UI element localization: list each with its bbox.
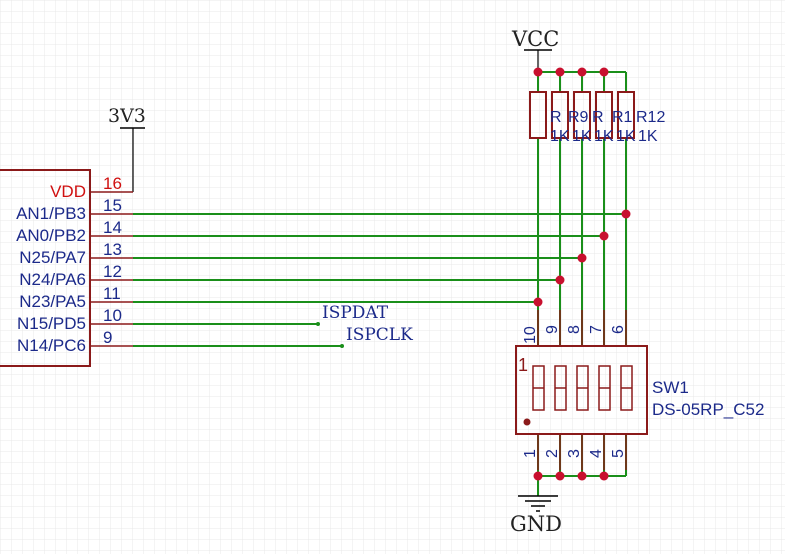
resistor-value-5: 1K — [638, 128, 658, 145]
chip-pin-number-15: 15 — [103, 196, 122, 215]
chip-pin-number-11: 11 — [103, 284, 121, 303]
power-gnd-label: GND — [510, 512, 562, 536]
junction-pb2 — [599, 231, 609, 241]
junction-pa6 — [555, 275, 565, 285]
junction-gnd-4 — [599, 471, 609, 481]
resistor-value-1: 1K — [550, 128, 570, 145]
switch-pin1-dot — [523, 418, 531, 426]
chip-pin-number-13: 13 — [103, 240, 122, 259]
resistor-body-2[interactable] — [551, 91, 569, 139]
switch-pin-1: 1 — [522, 449, 539, 458]
power-3v3-symbol[interactable]: 3V3 — [108, 105, 146, 192]
chip-pin-label-vdd: VDD — [50, 182, 86, 201]
chip-pin-number-16: 16 — [103, 174, 122, 193]
resistor-body-4[interactable] — [595, 91, 613, 139]
resistor-designator-3: R — [592, 109, 604, 126]
switch-top-pin-numbers: 10 9 8 7 6 — [522, 325, 627, 344]
switch-pin-6: 6 — [610, 325, 627, 334]
chip-pin-group: VDD 16 AN1/PB3 15 AN0/PB2 14 N25/PA7 13 … — [16, 174, 133, 355]
switch-pin-8: 8 — [566, 325, 583, 334]
resistor-value-3: 1K — [594, 128, 614, 145]
switch-pin-2: 2 — [544, 449, 561, 458]
net-label-ispclk[interactable]: ISPCLK — [346, 325, 413, 345]
chip-pin-label-pd5: N15/PD5 — [17, 314, 86, 333]
resistor-designator-5: R12 — [636, 109, 665, 126]
switch-pin-5: 5 — [610, 449, 627, 458]
resistor-designator-4: R1 — [612, 109, 633, 126]
chip-pin-number-14: 14 — [103, 218, 122, 237]
switch-pin-3: 3 — [566, 449, 583, 458]
switch-pin-9: 9 — [544, 325, 561, 334]
junction-vcc-2 — [555, 67, 565, 77]
net-label-ispdat[interactable]: ISPDAT — [322, 303, 389, 323]
chip-pin-number-10: 10 — [103, 306, 122, 325]
resistor-designator-2: R9 — [568, 109, 589, 126]
chip-pin-number-9: 9 — [103, 328, 112, 347]
junction-gnd-1 — [533, 471, 543, 481]
chip-pin-number-12: 12 — [103, 262, 122, 281]
chip-body[interactable] — [0, 169, 91, 367]
power-gnd-symbol[interactable] — [518, 495, 558, 512]
switch-pin-leads — [537, 310, 627, 470]
junction-vcc-1 — [533, 67, 543, 77]
chip-pin-label-pa5: N23/PA5 — [19, 292, 86, 311]
chip-pin-label-pb3: AN1/PB3 — [16, 204, 86, 223]
resistor-value-2: 1K — [572, 128, 592, 145]
resistor-body-5[interactable] — [617, 91, 635, 139]
dip-switch[interactable]: 1 — [515, 345, 648, 435]
junction-pa5 — [533, 297, 543, 307]
junction-vcc-3 — [577, 67, 587, 77]
switch-pin1-marker: 1 — [518, 355, 528, 375]
junction-gnd-3 — [577, 471, 587, 481]
chip-pin-label-pb2: AN0/PB2 — [16, 226, 86, 245]
switch-pin-10: 10 — [522, 326, 539, 344]
power-vcc-label: VCC — [511, 27, 559, 51]
switch-bottom-pin-numbers: 1 2 3 4 5 — [522, 449, 627, 458]
junction-pa7 — [577, 253, 587, 263]
power-vcc-symbol[interactable]: VCC — [511, 27, 559, 72]
junction-vcc-4 — [599, 67, 609, 77]
chip-pin-label-pa6: N24/PA6 — [19, 270, 86, 289]
junctions — [533, 67, 631, 481]
chip-pin-label-pc6: N14/PC6 — [17, 336, 86, 355]
switch-body[interactable] — [515, 345, 648, 435]
resistor-body-1[interactable] — [529, 91, 547, 139]
resistor-designator-1: R — [550, 109, 562, 126]
resistor-array: R R9 R R1 R12 1K 1K 1K 1K 1K — [529, 91, 665, 145]
junction-gnd-2 — [555, 471, 565, 481]
switch-designator: SW1 — [652, 378, 689, 397]
switch-pin-7: 7 — [588, 325, 605, 334]
power-3v3-label: 3V3 — [108, 105, 146, 127]
chip-pin-label-pa7: N25/PA7 — [19, 248, 86, 267]
switch-part-number: DS-05RP_C52 — [652, 400, 764, 419]
resistor-value-4: 1K — [616, 128, 636, 145]
resistor-body-3[interactable] — [573, 91, 591, 139]
junction-pb3 — [621, 209, 631, 219]
switch-pin-4: 4 — [588, 449, 605, 458]
